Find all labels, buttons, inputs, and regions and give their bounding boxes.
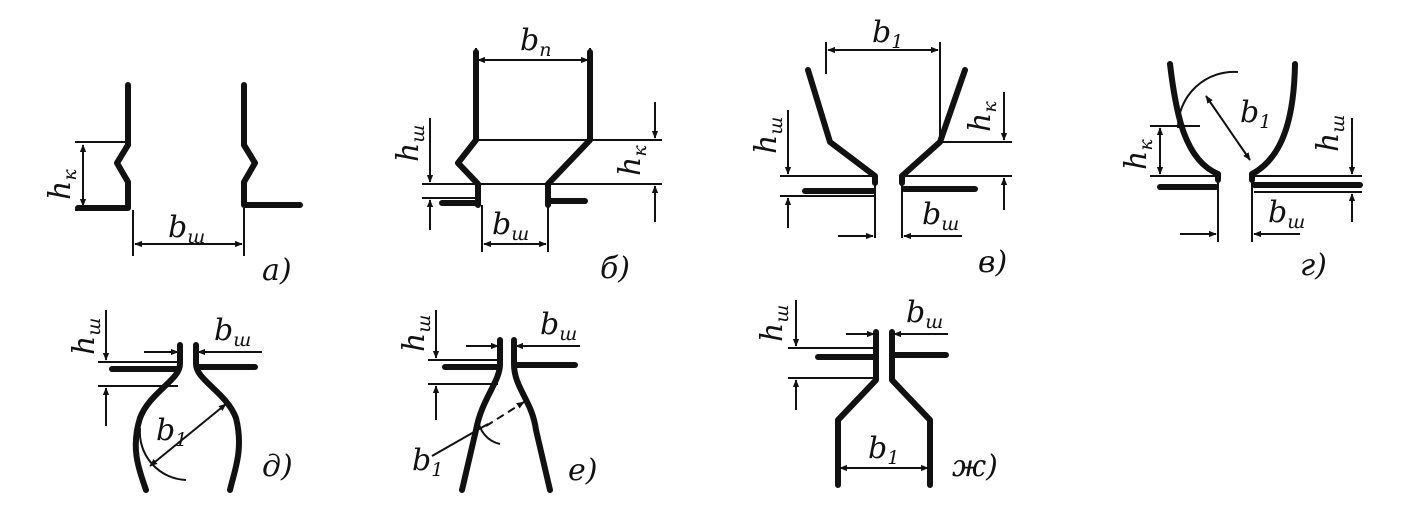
hk-label: hк [43,169,81,200]
hsh-label: hш [67,318,105,355]
slot-left-wall [1167,61,1221,183]
slot-left-wall [455,49,481,208]
svg-text:hш: hш [1311,115,1349,152]
svg-text:hк: hк [963,101,1001,132]
bsh-label: bш [1268,195,1305,233]
b1-label: b1 [872,15,903,53]
slot-right-wall [1249,61,1298,183]
slot-right-wall [545,49,593,208]
hsh-label: hш [1311,115,1349,152]
svg-text:hк: hк [1119,139,1157,170]
b1-label: b1 [1240,95,1271,133]
hsh-label: hш [755,305,793,342]
b1-arc [477,417,501,445]
svg-text:hш: hш [749,117,787,154]
slot-left-wall [805,67,878,186]
figure-zh-caption: ж) [952,449,998,484]
figure-a-caption: а) [262,253,292,288]
hk-label: hк [963,101,1001,132]
hsh-label: hш [397,315,435,352]
figure-zh: hш bш b1 ж) [755,295,998,488]
slot-left-wall [75,82,131,211]
figure-v-caption: в) [978,245,1007,280]
b1-label: b1 [412,443,443,481]
figure-b: bп hк hш bш б) [391,23,662,286]
hk-label: hк [1119,139,1157,170]
svg-text:hк: hк [43,169,81,200]
svg-text:hш: hш [755,305,793,342]
svg-text:hш: hш [397,315,435,352]
figure-a: hк bш а) [43,82,303,288]
bsh-label: bш [168,210,205,248]
slot-right-wall [899,67,968,186]
bsh-label: bш [214,313,251,351]
b1-dimension [1205,95,1251,161]
figure-b-caption: б) [600,251,630,286]
svg-text:hш: hш [391,125,429,162]
bp-label: bп [520,23,551,61]
bsh-label: bш [540,307,577,345]
figure-g: b1 hк hш bш г) [1119,61,1363,283]
svg-text:hк: hк [613,145,651,176]
b1-arc [1176,70,1239,129]
slot-left-wall [132,342,183,493]
slot-right-wall [241,82,303,208]
hsh-label: hш [391,125,429,162]
hsh-label: hш [749,117,787,154]
b1-label: b1 [156,413,187,451]
figure-e: hш bш b1 е) [397,307,597,493]
figure-e-caption: е) [568,453,597,488]
bsh-label: bш [492,207,529,245]
bsh-label: bш [906,295,943,333]
figure-d-caption: д) [262,449,293,484]
figure-d: hш bш b1 д) [67,310,293,493]
slot-left-wall [459,337,503,493]
hk-label: hк [613,145,651,176]
figure-g-caption: г) [1300,248,1327,283]
b1-dimension [149,403,227,467]
b1-leader [431,423,489,457]
b1-label: b1 [868,431,899,469]
slot-right-wall [193,342,242,493]
b1-dimension [485,401,525,427]
figure-v: b1 hк hш bш в) [749,15,1012,280]
svg-text:hш: hш [67,318,105,355]
bsh-label: bш [922,197,959,235]
